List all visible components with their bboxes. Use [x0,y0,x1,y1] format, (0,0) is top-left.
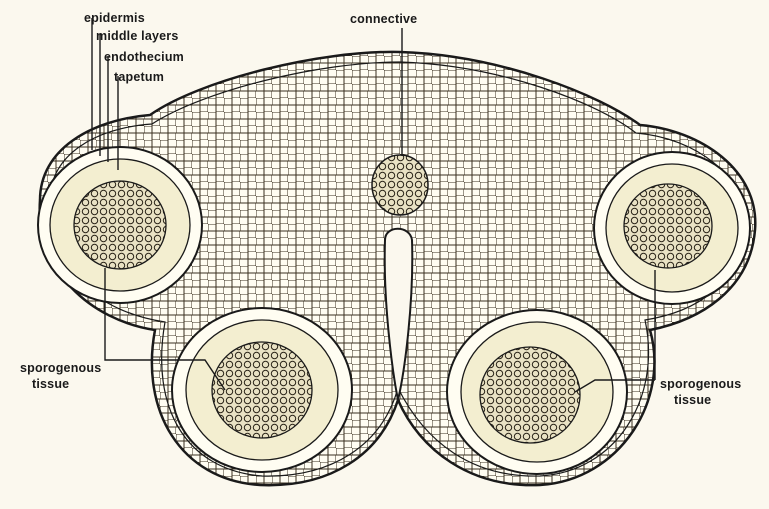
pollen-sac-lower-right [447,310,627,474]
label-epidermis: epidermis [84,11,145,25]
label-endothecium: endothecium [104,50,184,64]
pollen-sac-upper-right [594,152,750,304]
label-tapetum: tapetum [114,70,164,84]
pollen-sac-lower-left [172,308,352,472]
label-sporogenous-left-2: tissue [32,377,69,391]
connective-bundle [372,155,428,215]
label-sporogenous-left-1: sporogenous [20,361,101,375]
label-middle-layers: middle layers [96,29,179,43]
label-sporogenous-right-1: sporogenous [660,377,741,391]
label-sporogenous-right-2: tissue [674,393,711,407]
label-connective: connective [350,12,417,26]
pollen-sac-upper-left [38,147,202,303]
